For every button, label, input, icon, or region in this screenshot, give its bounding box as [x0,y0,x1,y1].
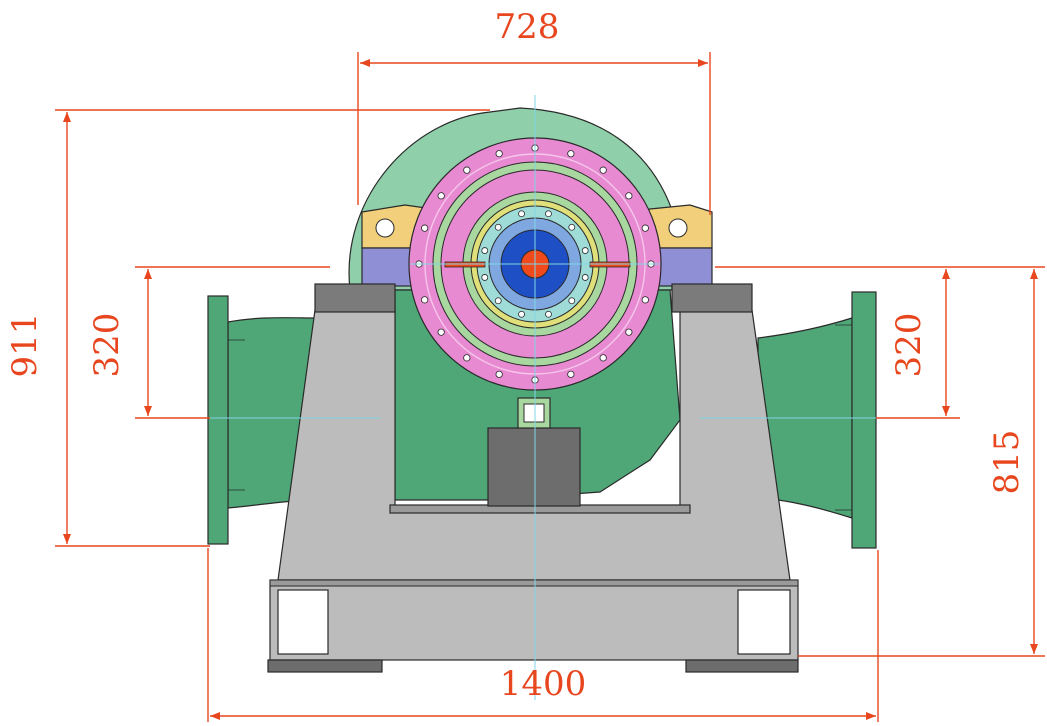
center-lines [200,95,880,700]
inner-bolt-ring [481,210,589,318]
bolt-hole [437,328,445,336]
dimension-lines [55,52,1045,722]
bolt-hole [625,192,633,200]
lower-housing [487,427,581,507]
bolt-hole [641,296,649,304]
dim-base-width: 1400 [500,664,587,704]
bolt-hole [421,296,429,304]
left-pedestal-cap [314,283,396,313]
bolt-hole [599,166,607,174]
right-pedestal-cap [671,283,753,313]
base-window-right [737,589,791,655]
bolt-hole [518,310,525,318]
base-frame [269,579,799,661]
bolt-hole [641,224,649,232]
bolt-hole [481,274,489,281]
left-bolt-hole [375,218,395,238]
bolt-hole [567,370,575,378]
bolt-hole [581,274,589,281]
bolt-hole [494,223,502,231]
bolt-hole [463,166,471,174]
bolt-hole [581,247,589,254]
left-flange [207,295,229,545]
bolt-hole [625,328,633,336]
bolt-hole [568,297,576,305]
bolt-hole [494,297,502,305]
bolt-hole [568,223,576,231]
outer-bolt-ring [415,144,655,384]
pump-body [207,107,877,673]
bolt-hole [495,370,503,378]
bolt-hole [545,210,552,218]
bolt-hole [518,210,525,218]
dim-right-height: 815 [987,430,1027,495]
bolt-hole [599,354,607,362]
right-foot [685,659,799,673]
dim-left-nozzle: 320 [87,313,127,378]
bolt-hole [545,310,552,318]
base-window-left [277,589,329,655]
left-foot [267,659,383,673]
dim-top-width: 728 [495,7,560,47]
bolt-hole [421,224,429,232]
bolt-hole [567,150,575,158]
bolt-hole [437,192,445,200]
bolt-hole [495,150,503,158]
right-flange [851,291,877,549]
bolt-hole [481,247,489,254]
dim-right-nozzle: 320 [889,313,929,378]
bolt-hole [463,354,471,362]
right-bolt-hole [668,218,688,238]
dim-overall-height: 911 [5,313,45,378]
